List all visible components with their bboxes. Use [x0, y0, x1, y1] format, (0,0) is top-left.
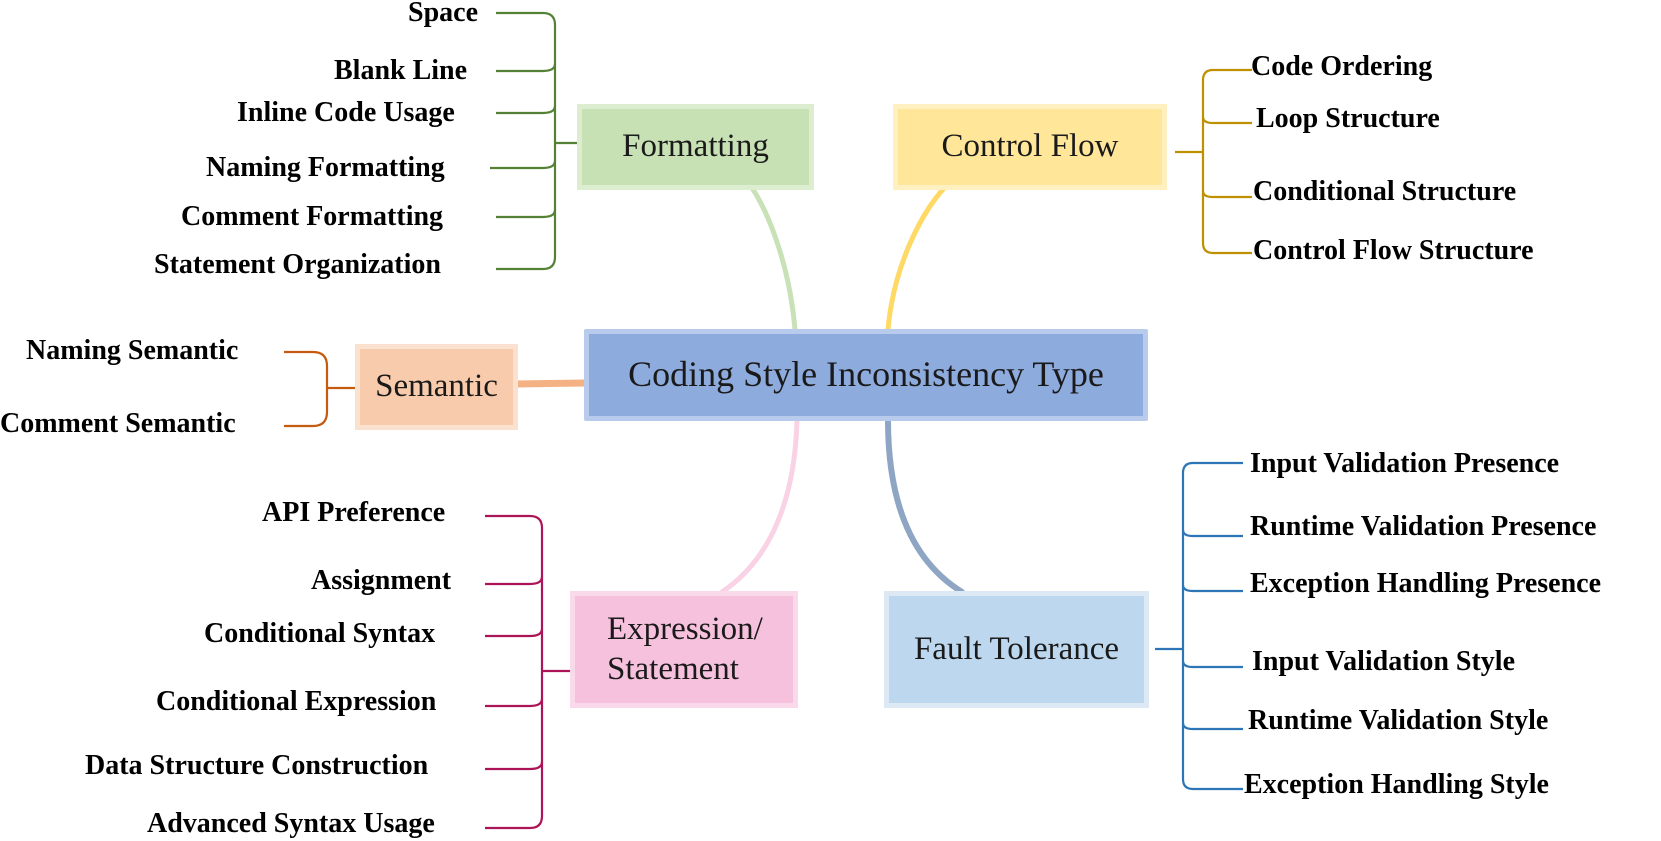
bracket-branch	[496, 63, 557, 73]
semantic-item-comment: Comment Semantic	[0, 408, 236, 439]
control-flow-node: Control Flow	[893, 104, 1167, 190]
control-flow-bracket	[1175, 68, 1252, 255]
center-to-fault-tolerance-curve	[885, 417, 965, 595]
semantic-node: Semantic	[355, 344, 518, 430]
center-to-expression-curve	[719, 417, 800, 595]
bracket-branch	[1181, 529, 1243, 538]
center-to-control-flow-curve	[885, 177, 955, 333]
bracket-branch	[1181, 660, 1243, 669]
expression-label-line1: Expression/	[607, 610, 763, 647]
center-label: Coding Style Inconsistency Type	[628, 354, 1104, 395]
expression-item-api: API Preference	[262, 497, 446, 528]
expression-item-cond-expr: Conditional Expression	[156, 686, 437, 717]
bracket-branch	[284, 350, 329, 367]
semantic-item-naming: Naming Semantic	[26, 335, 239, 366]
expression-item-data-struct: Data Structure Construction	[85, 750, 429, 781]
bracket-branch	[485, 698, 544, 708]
formatting-item-comment: Comment Formatting	[181, 201, 444, 232]
bracket-branch	[485, 576, 544, 586]
expression-item-assignment: Assignment	[311, 565, 452, 596]
expression-label-line2: Statement	[607, 650, 739, 687]
center-to-semantic-line	[511, 379, 589, 388]
formatting-item-inline-code: Inline Code Usage	[237, 97, 455, 128]
bracket-branch	[1201, 68, 1252, 81]
semantic-label: Semantic	[375, 368, 498, 405]
formatting-node: Formatting	[577, 104, 814, 190]
bracket-branch	[1181, 461, 1243, 474]
expression-item-cond-syntax: Conditional Syntax	[204, 618, 436, 649]
bracket-branch	[490, 160, 557, 170]
bracket-branch	[284, 411, 329, 428]
control-flow-item-loop: Loop Structure	[1256, 103, 1440, 134]
expression-statement-bracket	[485, 514, 570, 830]
control-flow-item-structure: Control Flow Structure	[1253, 235, 1534, 266]
formatting-item-statement-org: Statement Organization	[154, 249, 441, 280]
bracket-branch	[1201, 116, 1252, 125]
fault-item-exception-style: Exception Handling Style	[1244, 769, 1549, 800]
bracket-branch	[496, 11, 557, 26]
center-node: Coding Style Inconsistency Type	[584, 329, 1148, 421]
semantic-bracket	[284, 350, 355, 428]
fault-item-input-style: Input Validation Style	[1252, 646, 1515, 677]
formatting-item-space: Space	[408, 0, 478, 28]
bracket-branch	[1181, 778, 1243, 791]
formatting-label: Formatting	[622, 128, 769, 165]
bracket-branch	[1181, 584, 1243, 593]
fault-tolerance-node: Fault Tolerance	[884, 591, 1149, 708]
formatting-item-blank-line: Blank Line	[334, 55, 468, 86]
bracket-branch	[496, 209, 557, 219]
bracket-branch	[496, 256, 557, 271]
bracket-branch	[1201, 190, 1252, 199]
control-flow-item-code-ordering: Code Ordering	[1251, 51, 1433, 82]
bracket-branch	[485, 628, 544, 638]
bracket-branch	[1181, 722, 1243, 731]
expression-item-adv-syntax: Advanced Syntax Usage	[147, 808, 435, 839]
bracket-branch	[485, 761, 544, 771]
fault-item-runtime-presence: Runtime Validation Presence	[1250, 511, 1597, 542]
bracket-branch	[496, 105, 557, 115]
control-flow-item-conditional: Conditional Structure	[1253, 176, 1517, 207]
bracket-branch	[1201, 242, 1252, 255]
expression-statement-node: Expression/ Statement	[570, 591, 798, 708]
formatting-item-naming: Naming Formatting	[206, 152, 445, 183]
control-flow-label: Control Flow	[941, 128, 1119, 165]
fault-item-input-presence: Input Validation Presence	[1250, 448, 1560, 479]
fault-tolerance-label: Fault Tolerance	[913, 630, 1120, 667]
center-to-formatting-curve	[742, 175, 798, 333]
bracket-branch	[485, 815, 544, 830]
bracket-branch	[485, 514, 544, 529]
fault-tolerance-bracket	[1155, 461, 1243, 791]
formatting-bracket	[490, 11, 578, 271]
fault-item-runtime-style: Runtime Validation Style	[1248, 705, 1549, 736]
fault-item-exception-presence: Exception Handling Presence	[1250, 568, 1602, 599]
